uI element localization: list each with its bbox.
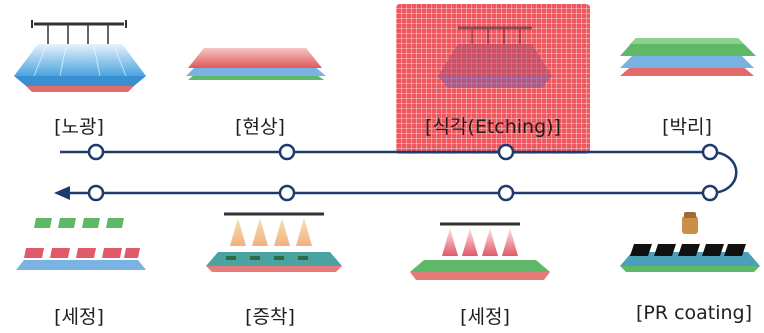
step-label-develop: [현상] xyxy=(235,116,285,138)
step-label-cleaning-2: [세정] xyxy=(460,306,510,328)
step-label-exposure: [노광] xyxy=(54,116,104,138)
step-label-strip: [박리] xyxy=(662,116,712,138)
node-cleaning-1 xyxy=(87,184,105,202)
node-deposition xyxy=(278,184,296,202)
flow-turn xyxy=(709,150,738,195)
cleaning-spray-icon xyxy=(404,214,556,288)
step-label-etching: [식각(Etching)] xyxy=(425,116,561,138)
node-pr-coating xyxy=(701,184,719,202)
strip-layers-icon xyxy=(616,30,758,90)
pr-coating-icon xyxy=(618,210,762,282)
step-label-cleaning-1: [세정] xyxy=(54,306,104,328)
node-develop xyxy=(278,143,296,161)
step-label-pr-coating: [PR coating] xyxy=(635,302,753,324)
develop-layers-icon xyxy=(182,22,328,98)
etching-icon xyxy=(438,26,552,88)
exposure-lamp-icon xyxy=(6,12,154,100)
node-etching xyxy=(497,143,515,161)
flow-arrowhead-icon xyxy=(54,186,70,200)
node-exposure xyxy=(87,143,105,161)
deposition-spray-icon xyxy=(204,206,344,278)
step-label-deposition: [증착] xyxy=(245,306,295,328)
node-strip xyxy=(701,143,719,161)
cleaning-pattern-icon xyxy=(14,210,148,276)
node-cleaning-2 xyxy=(497,184,515,202)
